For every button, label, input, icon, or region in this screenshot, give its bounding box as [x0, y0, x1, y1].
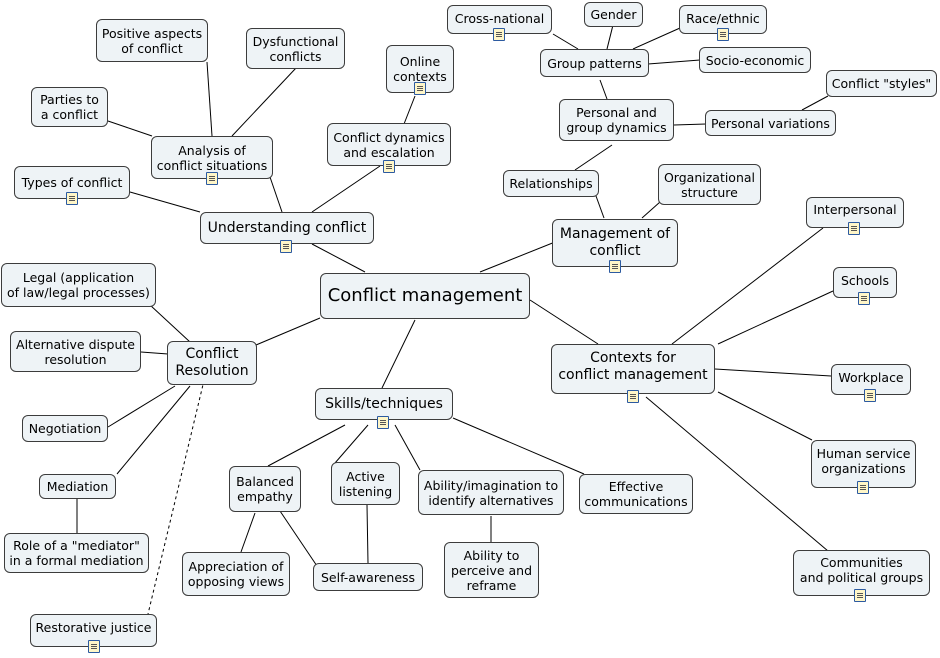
document-note-icon[interactable] — [383, 160, 395, 173]
node-negotiation[interactable]: Negotiation — [22, 415, 108, 442]
node-label: Relationships — [509, 176, 593, 191]
node-label: Active listening — [338, 468, 393, 499]
node-label: Mediation — [46, 479, 109, 494]
node-label: Online contexts — [393, 54, 447, 84]
node-label: Communities and political groups — [799, 555, 924, 585]
node-label: Group patterns — [547, 55, 642, 71]
node-race-ethnic[interactable]: Race/ethnic — [679, 5, 767, 34]
node-active-listening[interactable]: Active listening — [331, 462, 400, 505]
node-conflict-dynamics-and-escalation[interactable]: Conflict dynamics and escalation — [327, 123, 451, 166]
node-label: Parties to a conflict — [40, 92, 99, 122]
node-label: Self-awareness — [320, 569, 416, 585]
node-label: Positive aspects of conflict — [101, 25, 203, 56]
root-label: Conflict management — [327, 285, 523, 306]
document-note-icon[interactable] — [88, 640, 100, 653]
node-role-of-a-mediator[interactable]: Role of a "mediator" in a formal mediati… — [4, 533, 149, 573]
node-group-patterns[interactable]: Group patterns — [540, 49, 649, 77]
document-note-icon[interactable] — [864, 389, 876, 402]
document-note-icon[interactable] — [858, 292, 870, 305]
document-note-icon[interactable] — [414, 82, 426, 95]
node-alternative-dispute-resolution[interactable]: Alternative dispute resolution — [10, 331, 141, 372]
document-note-icon[interactable] — [66, 192, 78, 205]
node-label: Socio-economic — [705, 52, 805, 68]
node-self-awareness[interactable]: Self-awareness — [313, 563, 423, 591]
node-management-of-conflict[interactable]: Management of conflict — [552, 219, 678, 267]
node-label: Organizational structure — [663, 169, 756, 200]
node-label: Conflict "styles" — [831, 76, 932, 91]
node-conflict-styles[interactable]: Conflict "styles" — [826, 70, 937, 97]
document-note-icon[interactable] — [609, 260, 621, 273]
node-organizational-structure[interactable]: Organizational structure — [658, 164, 761, 205]
document-note-icon[interactable] — [377, 416, 389, 429]
document-note-icon[interactable] — [627, 390, 639, 403]
node-label: Cross-national — [454, 11, 545, 26]
node-parties-to-a-conflict[interactable]: Parties to a conflict — [31, 87, 108, 127]
node-label: Skills/techniques — [325, 395, 443, 412]
node-label: Ability/imagination to identify alternat… — [423, 477, 559, 508]
node-analysis-of-conflict-situations[interactable]: Analysis of conflict situations — [151, 136, 273, 179]
node-label: Conflict dynamics and escalation — [333, 129, 445, 160]
node-effective-communications[interactable]: Effective communications — [579, 474, 693, 514]
document-note-icon[interactable] — [280, 240, 292, 253]
node-legal[interactable]: Legal (application of law/legal processe… — [1, 263, 156, 307]
document-note-icon[interactable] — [848, 222, 860, 235]
node-conflict-resolution[interactable]: Conflict Resolution — [167, 341, 257, 385]
node-label: Understanding conflict — [207, 219, 367, 236]
node-label: Conflict Resolution — [175, 346, 249, 379]
node-label: Alternative dispute resolution — [16, 336, 135, 367]
node-label: Race/ethnic — [686, 11, 760, 26]
node-label: Human service organizations — [816, 446, 911, 476]
document-note-icon[interactable] — [493, 28, 505, 41]
node-label: Management of conflict — [559, 226, 671, 259]
node-communities-and-political-groups[interactable]: Communities and political groups — [793, 550, 930, 596]
node-dysfunctional-conflicts[interactable]: Dysfunctional conflicts — [246, 28, 345, 69]
document-note-icon[interactable] — [206, 172, 218, 185]
node-label: Effective communications — [584, 479, 688, 509]
node-label: Role of a "mediator" in a formal mediati… — [9, 538, 144, 568]
node-positive-aspects-of-conflict[interactable]: Positive aspects of conflict — [96, 19, 208, 62]
node-label: Analysis of conflict situations — [156, 142, 268, 173]
node-label: Gender — [590, 7, 637, 22]
document-note-icon[interactable] — [857, 481, 869, 494]
node-socio-economic[interactable]: Socio-economic — [699, 47, 811, 73]
node-label: Interpersonal — [813, 202, 897, 217]
node-label: Ability to perceive and reframe — [450, 547, 533, 593]
node-label: Types of conflict — [21, 175, 123, 190]
node-perceive-and-reframe[interactable]: Ability to perceive and reframe — [444, 542, 539, 598]
node-balanced-empathy[interactable]: Balanced empathy — [229, 466, 301, 512]
node-relationships[interactable]: Relationships — [503, 170, 599, 197]
node-appreciation-of-opposing-views[interactable]: Appreciation of opposing views — [182, 552, 290, 596]
node-label: Personal and group dynamics — [566, 105, 667, 135]
node-gender[interactable]: Gender — [584, 2, 643, 27]
node-label: Schools — [840, 273, 889, 288]
node-label: Workplace — [838, 370, 904, 385]
node-human-service-organizations[interactable]: Human service organizations — [811, 440, 916, 488]
node-mediation[interactable]: Mediation — [39, 474, 116, 499]
node-label: Restorative justice — [35, 620, 152, 635]
node-personal-and-group-dynamics[interactable]: Personal and group dynamics — [559, 99, 674, 141]
node-label: Personal variations — [711, 115, 830, 131]
node-label: Legal (application of law/legal processe… — [7, 270, 150, 300]
node-label: Negotiation — [28, 421, 102, 436]
node-label: Appreciation of opposing views — [187, 559, 285, 589]
node-interpersonal[interactable]: Interpersonal — [806, 197, 904, 228]
node-contexts-for-conflict-management[interactable]: Contexts for conflict management — [551, 344, 715, 394]
node-label: Balanced empathy — [236, 474, 294, 504]
document-note-icon[interactable] — [717, 28, 729, 41]
node-label: Dysfunctional conflicts — [252, 33, 339, 64]
node-skills-techniques[interactable]: Skills/techniques — [315, 388, 453, 420]
root-node-conflict-management[interactable]: Conflict management — [320, 273, 530, 319]
restorative-justice-dashed-link — [147, 367, 208, 615]
node-identify-alternatives[interactable]: Ability/imagination to identify alternat… — [418, 470, 564, 515]
document-note-icon[interactable] — [854, 589, 866, 602]
node-personal-variations[interactable]: Personal variations — [705, 110, 836, 136]
node-label: Contexts for conflict management — [558, 350, 708, 383]
